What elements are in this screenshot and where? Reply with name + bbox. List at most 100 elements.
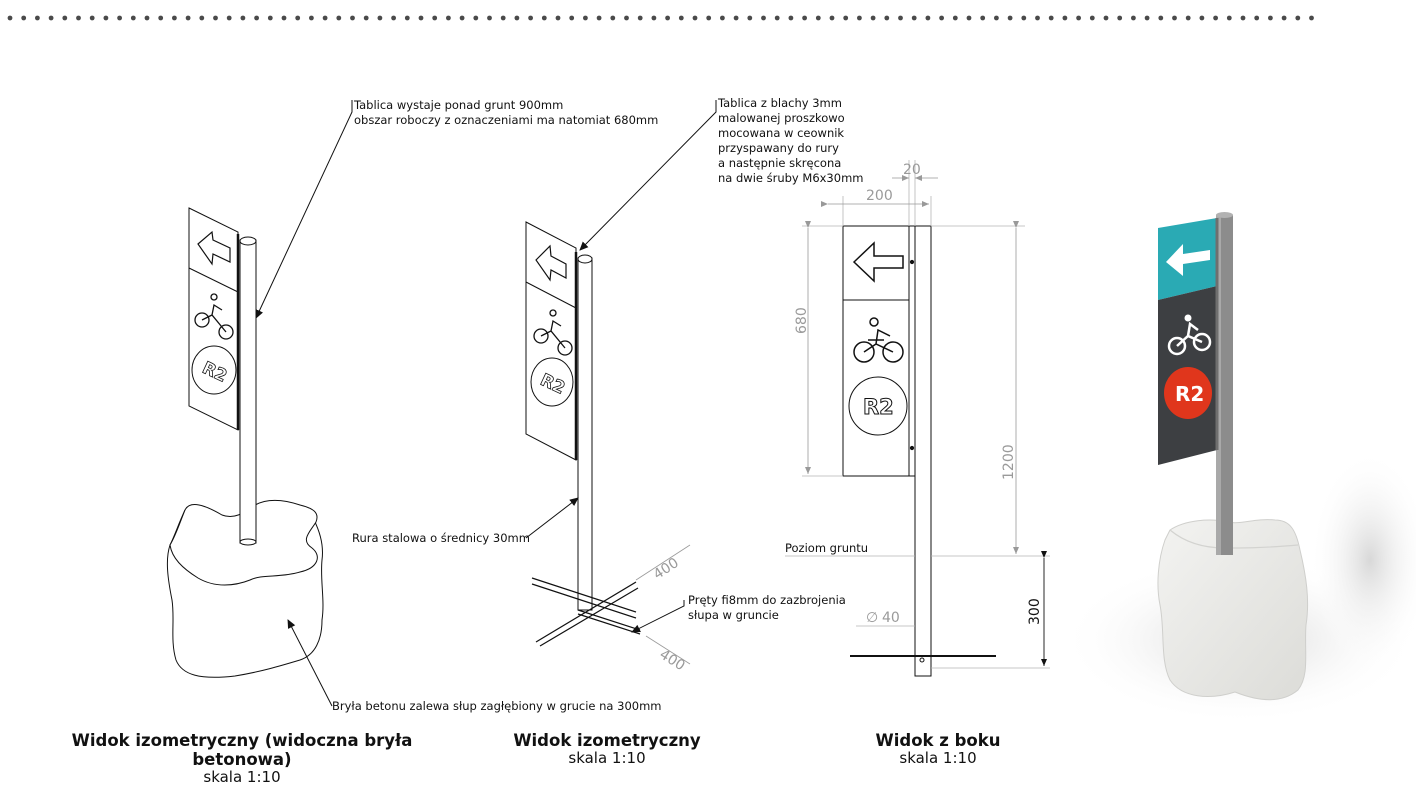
dimension-lines <box>785 160 1050 669</box>
note-plate-line-6: na dwie śruby M6x30mm <box>718 171 864 185</box>
border-dot <box>815 15 821 21</box>
border-dot <box>1185 15 1191 21</box>
border-dot <box>720 15 725 21</box>
dim-680: 680 <box>794 307 810 334</box>
top-dotted-border <box>7 15 1314 21</box>
border-dot <box>199 15 205 21</box>
border-dot <box>1035 15 1040 21</box>
border-dot <box>528 15 533 21</box>
border-dot <box>185 15 191 21</box>
border-dot <box>336 15 342 21</box>
border-dot <box>610 15 616 21</box>
bolt-bottom <box>909 445 915 451</box>
border-dot <box>802 15 807 21</box>
border-dot <box>322 15 328 21</box>
border-dot <box>1226 15 1232 21</box>
border-dot <box>665 15 670 21</box>
note-above-ground: Tablica wystaje ponad grunt 900mm obszar… <box>354 98 658 128</box>
note-plate-line-4: przyspawany do rury <box>718 141 839 155</box>
pole-base <box>239 538 257 546</box>
border-dot <box>295 15 301 21</box>
caption-side: Widok z boku skala 1:10 <box>858 731 1018 767</box>
border-dot <box>706 15 712 21</box>
sign-divider-2 <box>525 281 577 309</box>
border-dot <box>377 15 383 21</box>
caption-isometric-concrete-title: Widok izometryczny (widoczna bryła beton… <box>71 731 413 769</box>
dim-1200: 1200 <box>1001 444 1017 480</box>
note-plate-line-2: malowanej proszkowo <box>718 111 845 125</box>
caption-isometric-title: Widok izometryczny <box>513 731 701 750</box>
border-dot <box>569 15 575 21</box>
anchor-rods <box>531 577 641 647</box>
note-plate: Tablica z blachy 3mm malowanej proszkowo… <box>718 96 863 186</box>
border-dot <box>857 15 862 21</box>
border-dot <box>1199 15 1205 21</box>
border-dot <box>733 15 739 21</box>
sign-plate-2 <box>525 221 577 461</box>
pole-2-top <box>577 254 593 264</box>
note-plate-line-3: mocowana w ceownik <box>718 126 845 140</box>
border-dot <box>1144 15 1150 21</box>
border-dot <box>103 15 109 21</box>
render-route-badge-label: R2 <box>1175 382 1204 406</box>
border-dot <box>76 15 81 21</box>
arrow-icon-side <box>852 241 904 283</box>
border-dot <box>651 15 657 21</box>
render-view: R2 <box>1050 200 1416 730</box>
route-badge-side <box>848 376 908 436</box>
note-plate-line-1: Tablica z blachy 3mm <box>718 96 842 110</box>
border-dot <box>473 15 479 21</box>
border-dot <box>678 15 684 21</box>
border-dot <box>541 15 547 21</box>
render-arrow-icon <box>1166 244 1210 276</box>
route-badge-2 <box>530 357 574 407</box>
border-dot <box>1158 15 1164 21</box>
note-pipe: Rura stalowa o średnicy 30mm <box>352 531 530 545</box>
border-dot <box>309 15 314 21</box>
border-dot <box>254 15 259 21</box>
caption-isometric: Widok izometryczny skala 1:10 <box>497 731 717 767</box>
border-dot <box>514 15 520 21</box>
border-dot <box>459 15 465 21</box>
pole-2 <box>577 257 593 611</box>
border-dot <box>1254 15 1260 21</box>
view-isometric-concrete: R2 <box>166 207 324 678</box>
border-dot <box>884 15 890 21</box>
border-dot <box>637 15 643 21</box>
note-plate-line-5: a następnie skręcona <box>718 156 842 170</box>
border-dot <box>788 15 794 21</box>
border-dot <box>1131 15 1136 21</box>
border-dot <box>446 15 451 21</box>
ground-level-label: Poziom gruntu <box>785 541 869 555</box>
leader-lines <box>255 100 717 707</box>
border-dot <box>267 15 273 21</box>
border-dot <box>7 15 13 21</box>
pole <box>239 239 257 544</box>
border-dot <box>432 15 438 21</box>
caption-isometric-concrete: Widok izometryczny (widoczna bryła beton… <box>30 731 454 786</box>
note-concrete: Bryła betonu zalewa słup zagłębiony w gr… <box>332 699 662 713</box>
border-dot <box>363 15 369 21</box>
view-isometric-rods: R2 <box>525 221 691 665</box>
route-badge <box>191 345 237 395</box>
dim-400-top: 400 <box>651 555 682 583</box>
border-dot <box>1309 15 1314 21</box>
border-dot <box>213 15 218 21</box>
sign-plate <box>188 207 239 431</box>
border-dot <box>62 15 68 21</box>
bolt-top <box>909 259 915 265</box>
border-dot <box>994 15 999 21</box>
border-dot <box>1295 15 1301 21</box>
border-dot <box>966 15 972 21</box>
arrow-icon <box>197 230 231 266</box>
border-dot <box>952 15 958 21</box>
bicycle-icon-2 <box>533 309 573 356</box>
border-dot <box>418 15 424 21</box>
border-dot <box>1281 15 1287 21</box>
bicycle-icon <box>194 293 234 340</box>
sign-divider <box>188 267 239 293</box>
border-dot <box>829 15 835 21</box>
border-dot <box>583 15 588 21</box>
border-dot <box>1007 15 1013 21</box>
